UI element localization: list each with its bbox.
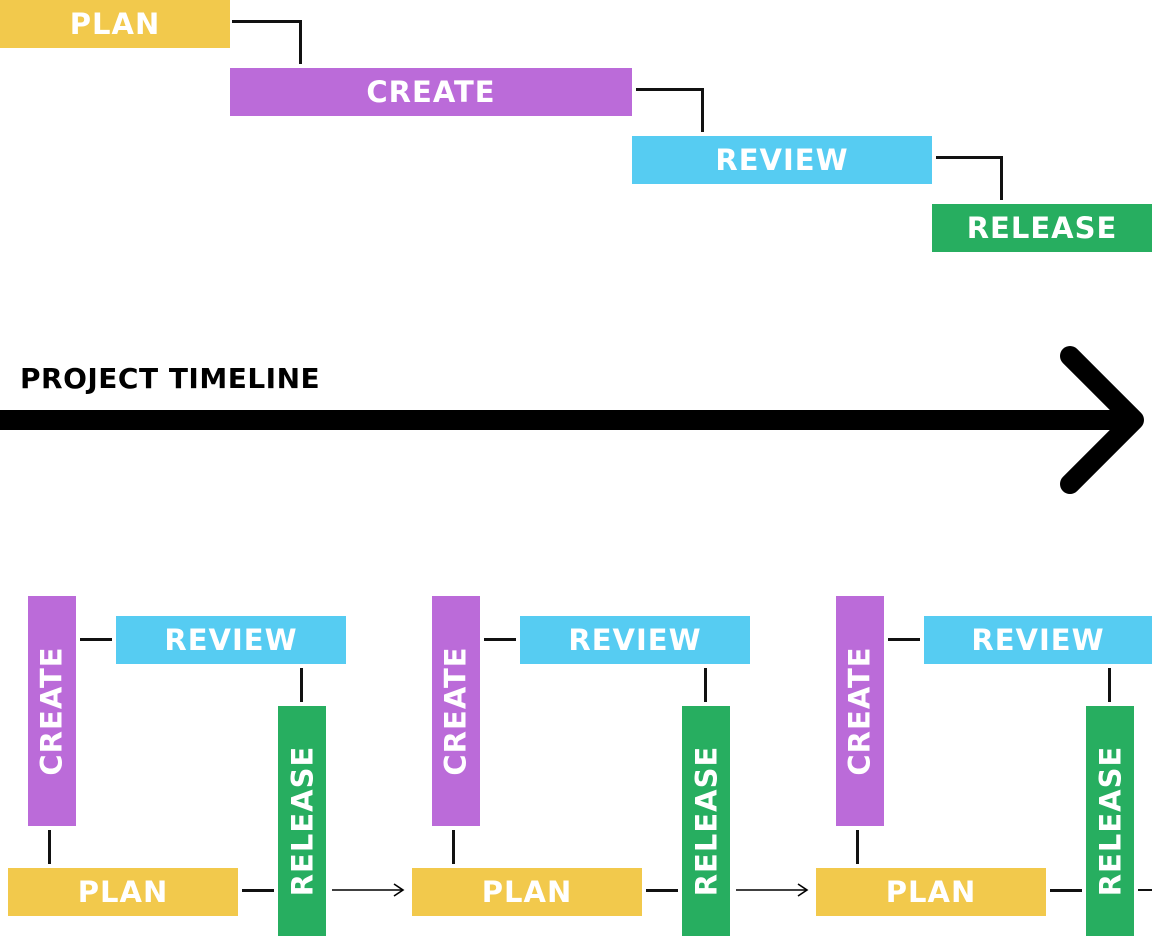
cycle-create-label: CREATE <box>35 646 69 776</box>
cycle-2-release-box: RELEASE <box>682 706 730 936</box>
waterfall-review-box: REVIEW <box>632 136 932 184</box>
connector <box>1050 889 1082 892</box>
cycle-review-label: REVIEW <box>971 623 1105 657</box>
connector <box>452 830 455 864</box>
cycle-3-create-box: CREATE <box>836 596 884 826</box>
connector <box>856 830 859 864</box>
connector <box>1000 156 1003 200</box>
cycle-2-plan-box: PLAN <box>412 868 642 916</box>
cycle-plan-label: PLAN <box>885 875 977 909</box>
connector <box>646 889 678 892</box>
cycle-plan-label: PLAN <box>481 875 573 909</box>
connector <box>80 638 112 641</box>
cycle-3-review-box: REVIEW <box>924 616 1152 664</box>
cycle-create-label: CREATE <box>843 646 877 776</box>
cycle-release-label: RELEASE <box>689 745 724 897</box>
waterfall-release-box: RELEASE <box>932 204 1152 252</box>
connector <box>888 638 920 641</box>
timeline-arrow-icon <box>0 346 1144 494</box>
waterfall-release-label: RELEASE <box>966 211 1118 245</box>
cycle-1-review-box: REVIEW <box>116 616 346 664</box>
cycle-release-label: RELEASE <box>285 745 320 897</box>
connector <box>300 668 303 702</box>
cycle-2-create-box: CREATE <box>432 596 480 826</box>
connector <box>232 20 302 23</box>
waterfall-review-label: REVIEW <box>715 143 849 177</box>
cycle-review-label: REVIEW <box>568 623 702 657</box>
connector <box>242 889 274 892</box>
cycle-review-label: REVIEW <box>164 623 298 657</box>
cycle-release-label: RELEASE <box>1093 745 1128 897</box>
arrow-right-icon <box>736 883 809 897</box>
timeline-label: PROJECT TIMELINE <box>20 362 321 395</box>
cycle-1-release-box: RELEASE <box>278 706 326 936</box>
cycle-plan-label: PLAN <box>77 875 169 909</box>
connector <box>48 830 51 864</box>
arrow-right-icon <box>332 883 405 897</box>
waterfall-create-box: CREATE <box>230 68 632 116</box>
connector <box>936 156 1003 159</box>
cycle-create-label: CREATE <box>439 646 473 776</box>
waterfall-create-label: CREATE <box>366 75 496 109</box>
connector <box>484 638 516 641</box>
cycle-2-review-box: REVIEW <box>520 616 750 664</box>
connector <box>299 20 302 64</box>
cycle-1-create-box: CREATE <box>28 596 76 826</box>
waterfall-plan-box: PLAN <box>0 0 230 48</box>
waterfall-plan-label: PLAN <box>69 7 161 41</box>
cycle-3-plan-box: PLAN <box>816 868 1046 916</box>
cycle-1-plan-box: PLAN <box>8 868 238 916</box>
connector <box>704 668 707 702</box>
connector <box>701 88 704 132</box>
connector <box>1138 889 1152 891</box>
connector <box>1108 668 1111 702</box>
connector <box>636 88 704 91</box>
cycle-3-release-box: RELEASE <box>1086 706 1134 936</box>
